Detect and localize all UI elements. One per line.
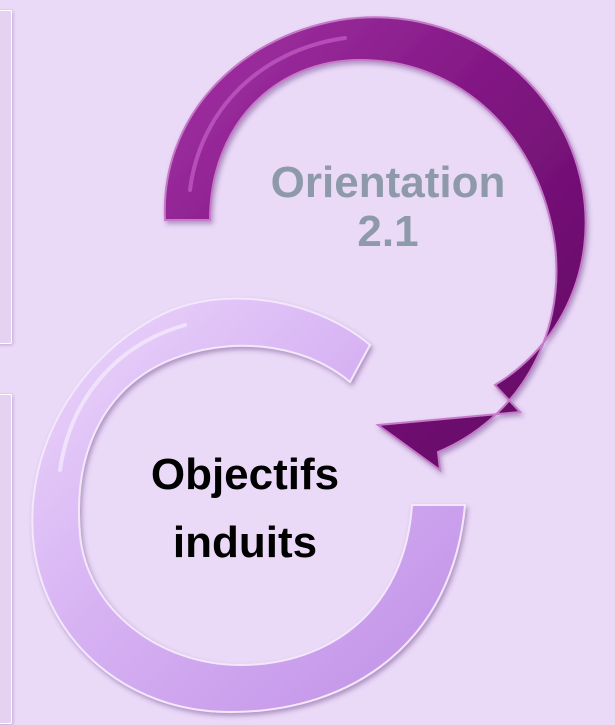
lower-ring-highlight (58, 323, 187, 472)
upper-arrow-highlight (188, 36, 347, 192)
objectifs-label-line1: Objectifs (150, 450, 340, 499)
lower-ring-arrow (31, 297, 467, 714)
objectifs-label-line2: induits (172, 518, 318, 568)
upper-arrow-shape (163, 16, 587, 473)
orientation-label-line1: Orientation (270, 158, 506, 207)
objectifs-label: Objectifs induits (110, 441, 380, 577)
upper-arrow (163, 16, 587, 473)
orientation-label-line2: 2.1 (357, 207, 419, 257)
left-edge-panel-bottom (0, 394, 12, 724)
orientation-label: Orientation 2.1 (240, 158, 536, 257)
left-edge-panel-top (0, 10, 12, 344)
lower-ring-shape (31, 297, 467, 714)
